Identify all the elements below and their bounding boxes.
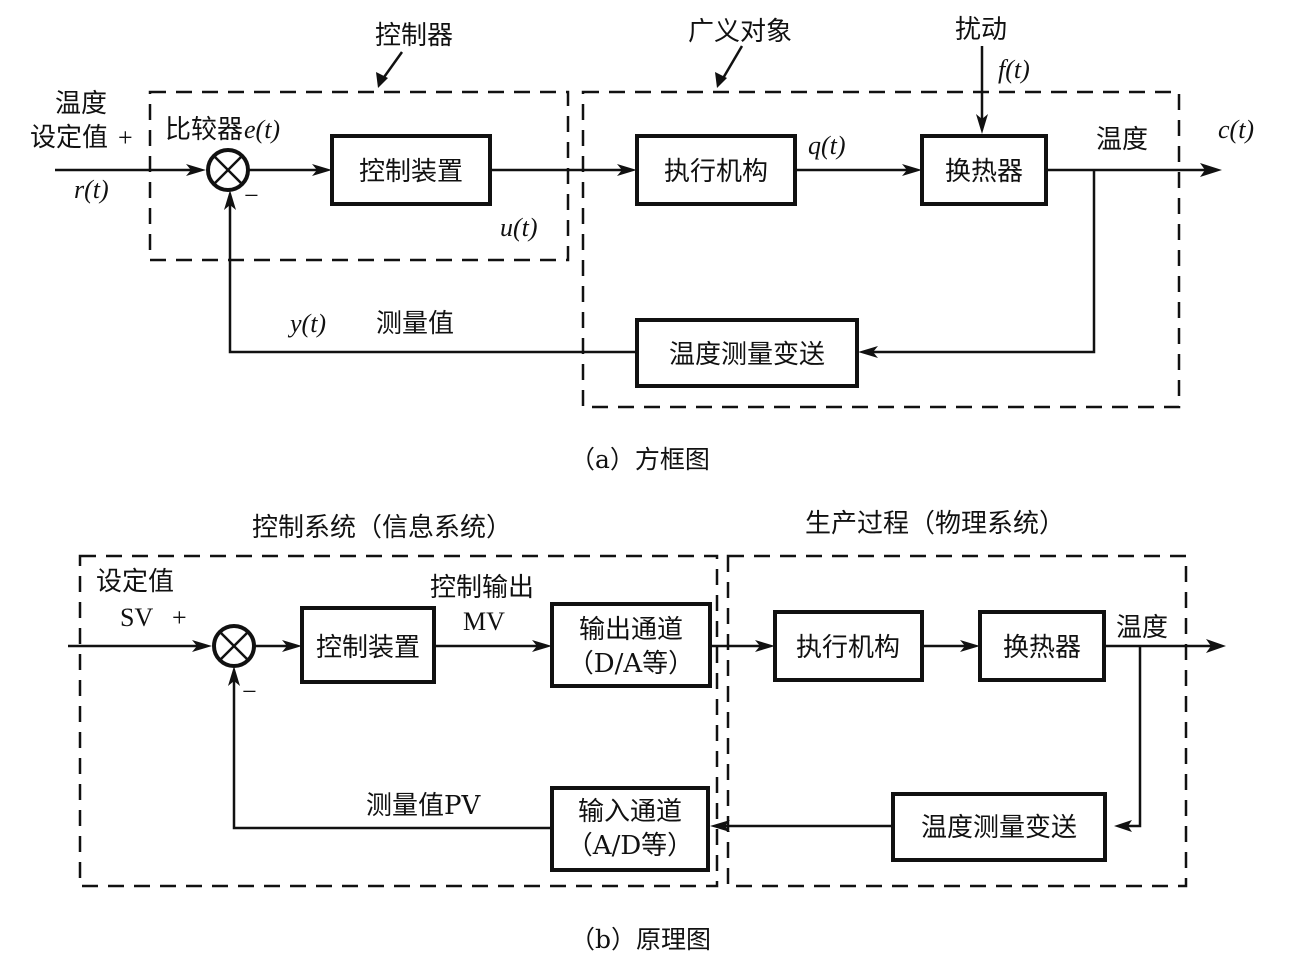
- transmitter-block-a: [635, 318, 859, 388]
- transmitter-label-a: 温度测量变送: [669, 340, 825, 370]
- generalized-plant-callout-arrowhead: [715, 72, 727, 88]
- actuator-label-b: 执行机构: [796, 633, 900, 663]
- caption-b: （b）原理图: [570, 925, 711, 954]
- signal-r: r(t): [74, 175, 109, 204]
- measured-pv-label: 测量值PV: [366, 791, 481, 821]
- transmitter-label-b: 温度测量变送: [921, 813, 1077, 843]
- production-process-region-title: 生产过程（物理系统）: [805, 509, 1065, 539]
- generalized-plant-callout-arrow: [720, 45, 744, 81]
- summing-junction-b: [212, 624, 256, 668]
- feedback-line-b-left: [232, 676, 552, 830]
- arrowhead: [617, 164, 637, 176]
- disturbance-arrowhead: [976, 114, 988, 134]
- disturbance-signal-f: f(t): [998, 55, 1030, 84]
- plus-sign-b: +: [172, 603, 187, 632]
- arrowhead: [1206, 639, 1226, 653]
- sv-label: SV: [120, 603, 153, 632]
- generalized-plant-region: [581, 90, 1181, 409]
- disturbance-callout: 扰动: [955, 15, 1007, 45]
- signal-u: u(t): [500, 213, 538, 242]
- control-device-label-a: 控制装置: [359, 157, 463, 187]
- controller-callout: 控制器: [375, 21, 453, 51]
- plus-sign: +: [118, 123, 133, 152]
- comparator-label: 比较器: [165, 115, 243, 145]
- arrowhead: [228, 666, 240, 686]
- controller-callout-arrow: [380, 51, 404, 81]
- heat-exchanger-label-a: 换热器: [945, 157, 1023, 187]
- arrowhead: [858, 346, 878, 358]
- minus-sign-b: −: [242, 677, 257, 706]
- arrowhead: [282, 640, 302, 652]
- feedback-line-a-right: [870, 170, 1096, 354]
- figure-a-block-diagram: 控制器 广义对象 扰动 f(t) 温度 设定值 + r(t) 比较器 e(t) …: [30, 15, 1254, 474]
- setpoint-label-line2: 设定值: [30, 123, 108, 153]
- temperature-label-b: 温度: [1116, 613, 1168, 643]
- heat-exchanger-label-b: 换热器: [1003, 633, 1081, 663]
- signal-e: e(t): [244, 115, 280, 144]
- arrowhead: [192, 640, 212, 652]
- heat-exchanger-block-b: [978, 610, 1106, 682]
- output-channel-label-line1: 输出通道: [579, 615, 683, 645]
- heat-exchanger-block-a: [920, 134, 1048, 206]
- input-arrowhead: [186, 164, 206, 176]
- measured-value-label: 测量值: [376, 309, 454, 339]
- arrowhead: [312, 164, 332, 176]
- transmitter-block-b: [891, 792, 1107, 862]
- control-system-region: [78, 554, 719, 888]
- generalized-plant-callout: 广义对象: [688, 17, 792, 47]
- production-process-region: [726, 554, 1188, 888]
- output-channel-block: [550, 602, 712, 688]
- signal-y: y(t): [287, 309, 326, 338]
- feedback-line-a-left: [228, 200, 637, 354]
- controller-region: [148, 90, 570, 262]
- setpoint-label-b: 设定值: [96, 567, 174, 597]
- arrowhead: [1200, 163, 1222, 177]
- figure-b-schematic: 控制系统（信息系统） 生产过程（物理系统） 设定值 SV + − 控制装置 控制…: [68, 509, 1226, 954]
- signal-c: c(t): [1218, 115, 1254, 144]
- input-channel-label-line2: （A/D等）: [567, 831, 693, 861]
- arrowhead: [224, 190, 236, 210]
- arrowhead: [755, 640, 775, 652]
- summing-junction-a: [206, 148, 250, 192]
- control-output-label: 控制输出: [430, 573, 534, 603]
- arrowhead: [902, 164, 922, 176]
- arrowhead: [532, 640, 552, 652]
- control-device-label-b: 控制装置: [316, 633, 420, 663]
- control-system-region-title: 控制系统（信息系统）: [252, 513, 512, 543]
- minus-sign: −: [244, 181, 259, 210]
- arrowhead: [960, 640, 980, 652]
- output-channel-label-line2: （D/A等）: [568, 649, 694, 679]
- actuator-block-b: [773, 610, 924, 682]
- feedback-line-b-right: [1124, 646, 1142, 828]
- temperature-label-a: 温度: [1096, 125, 1148, 155]
- arrowhead: [1114, 820, 1132, 832]
- control-device-block-a: [330, 134, 492, 206]
- actuator-label-a: 执行机构: [664, 157, 768, 187]
- input-channel-label-line1: 输入通道: [578, 797, 682, 827]
- signal-q: q(t): [808, 131, 846, 160]
- setpoint-label-line1: 温度: [55, 89, 107, 119]
- caption-a: （a）方框图: [570, 445, 710, 474]
- controller-callout-arrowhead: [376, 72, 388, 88]
- mv-label: MV: [463, 607, 505, 636]
- arrowhead: [710, 820, 730, 832]
